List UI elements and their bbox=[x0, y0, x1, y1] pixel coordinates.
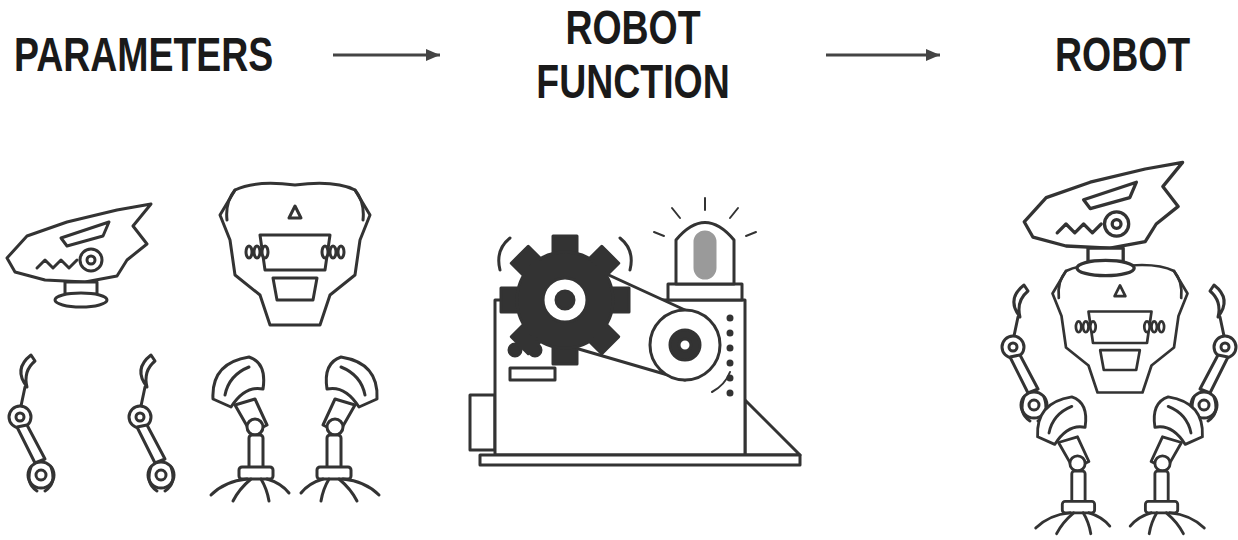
assembled-robot bbox=[1002, 162, 1236, 533]
robot-arm bbox=[9, 355, 54, 491]
stage-heading: PARAMETERS bbox=[5, 30, 330, 80]
robot-leg bbox=[211, 357, 289, 501]
robot-arm bbox=[1002, 285, 1047, 421]
stage-heading: ROBOT bbox=[943, 30, 1233, 80]
robot-head bbox=[7, 204, 151, 307]
robot-torso bbox=[1053, 265, 1188, 393]
robot-arm bbox=[1191, 285, 1236, 421]
robot-arm bbox=[129, 355, 174, 491]
robot-leg bbox=[1130, 397, 1204, 534]
robot-parts bbox=[7, 183, 379, 501]
heading-text: ROBOT FUNCTION bbox=[532, 1, 735, 109]
machine bbox=[470, 198, 800, 465]
flow-arrow bbox=[826, 54, 940, 57]
stage-heading: ROBOT FUNCTION bbox=[443, 1, 823, 109]
robot-torso bbox=[220, 183, 370, 325]
robot-leg bbox=[301, 357, 379, 501]
heading-text: ROBOT bbox=[1055, 30, 1190, 80]
flow-arrow bbox=[333, 54, 440, 57]
robot-head bbox=[1024, 162, 1182, 275]
robot-leg bbox=[1036, 397, 1110, 534]
heading-text: PARAMETERS bbox=[14, 30, 273, 80]
